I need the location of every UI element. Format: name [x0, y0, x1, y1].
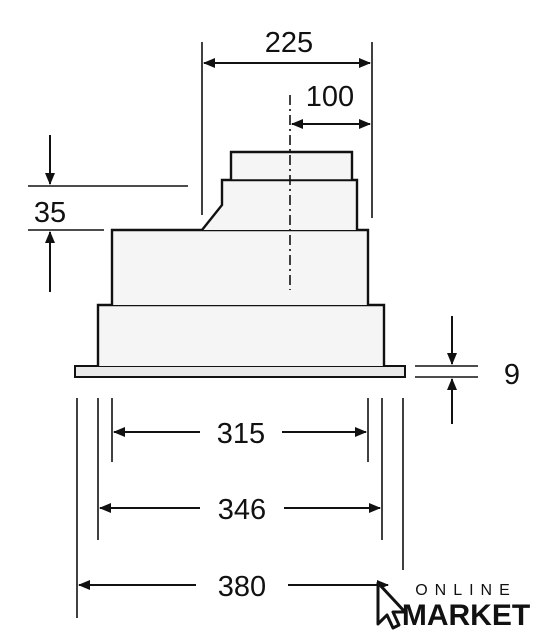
dim-label-346: 346: [218, 494, 266, 526]
outlet-transition: [201, 178, 359, 231]
online-market-logo: ONLINE MARKET: [376, 581, 530, 632]
hood-outline: [74, 95, 406, 378]
dimension-body-width: 346: [97, 398, 383, 540]
dim-label-315: 315: [217, 418, 265, 450]
dimension-outlet-offset: 100: [291, 81, 371, 129]
logo-line1: ONLINE: [415, 582, 517, 599]
dimension-inner-width: 315: [111, 398, 369, 462]
dim-label-35: 35: [34, 197, 66, 229]
flange-plate: [74, 365, 406, 378]
lower-body: [96, 303, 386, 366]
logo-line2: MARKET: [402, 599, 530, 632]
dim-label-9: 9: [504, 359, 520, 391]
upper-body: [110, 228, 370, 305]
dim-label-100: 100: [306, 81, 354, 113]
dimension-total-height: 225: [201, 27, 373, 218]
dimension-overall-width: 380: [76, 398, 404, 618]
dim-label-380: 380: [218, 571, 266, 603]
cursor-arrow-icon: [376, 581, 407, 630]
outlet-collar: [229, 150, 354, 180]
dimension-top-section: 35: [28, 135, 188, 292]
dim-label-225: 225: [265, 27, 313, 59]
dimension-flange-thickness: 9: [415, 316, 520, 424]
